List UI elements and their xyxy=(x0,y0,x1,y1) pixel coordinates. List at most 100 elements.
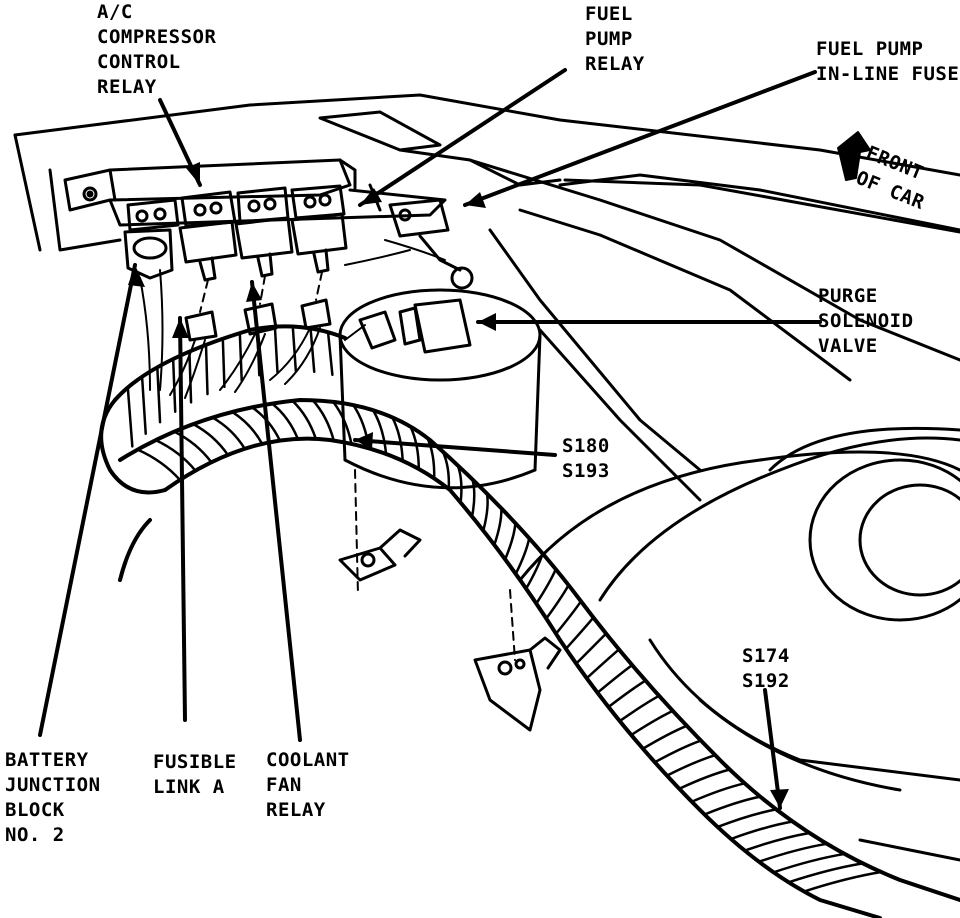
harness-rib xyxy=(787,862,864,884)
harness-rib xyxy=(665,753,717,777)
label-line: FUEL xyxy=(585,3,633,25)
label-line: A/C xyxy=(97,1,133,23)
harness-bracket-upper xyxy=(338,528,422,582)
harness-rib xyxy=(545,583,570,620)
harness-rib xyxy=(238,331,243,382)
harness-rib xyxy=(156,366,162,424)
harness-rib xyxy=(230,410,264,446)
label-line: S180 xyxy=(562,435,610,457)
label-line: PUMP xyxy=(585,28,633,50)
label-fusible-link-a: FUSIBLE LINK A xyxy=(153,750,237,800)
relay-block-b xyxy=(234,186,294,278)
arrow-s180 xyxy=(353,438,557,457)
harness-rib xyxy=(126,386,134,448)
label-line: BATTERY xyxy=(5,749,89,771)
harness-rib xyxy=(291,399,318,441)
label-line: BLOCK xyxy=(5,799,65,821)
arrow-fusible-link xyxy=(178,316,187,722)
canister xyxy=(338,288,542,490)
harness-rib xyxy=(326,331,334,376)
relay-bracket xyxy=(63,158,447,227)
harness-bracket-lower xyxy=(473,636,562,732)
harness-rib xyxy=(456,464,463,504)
harness-rib xyxy=(426,436,436,480)
harness-rib xyxy=(191,422,230,457)
arrow-battery-junction xyxy=(38,263,137,737)
label-line: FAN xyxy=(266,774,302,796)
label-line: PURGE xyxy=(818,285,878,307)
install-lines xyxy=(199,271,516,661)
arrow-fuel-pump-fuse xyxy=(463,70,817,207)
label-line: IN-LINE FUSE xyxy=(816,63,960,85)
arrow-coolant-fan xyxy=(250,280,302,742)
harness-rib xyxy=(171,357,177,413)
harness-rib xyxy=(535,567,558,605)
label-fuel-pump-fuse: FUEL PUMP IN-LINE FUSE xyxy=(816,37,959,87)
relay-block-a xyxy=(178,190,238,282)
label-line: RELAY xyxy=(97,76,157,98)
harness-rib xyxy=(802,870,883,893)
harness-rib xyxy=(204,343,209,396)
label-line: JUNCTION xyxy=(5,774,101,796)
harness-rib xyxy=(211,416,247,450)
harness-rib xyxy=(641,724,688,750)
harness-rib xyxy=(309,327,316,374)
inline-fuse xyxy=(368,183,474,290)
harness-rib xyxy=(371,408,388,456)
harness-rib xyxy=(173,430,213,464)
harness-rib xyxy=(291,325,298,373)
leader-arrows xyxy=(38,68,822,810)
label-line: VALVE xyxy=(818,335,878,357)
harness-rib xyxy=(154,438,197,472)
air-cleaner xyxy=(518,426,960,862)
label-battery-junction-block: BATTERY JUNCTION BLOCK NO. 2 xyxy=(5,748,101,848)
label-coolant-fan-relay: COOLANT FAN RELAY xyxy=(266,748,350,823)
label-line: SOLENOID xyxy=(818,310,914,332)
harness-rib xyxy=(596,663,634,694)
harness-rib xyxy=(729,820,794,841)
harness-rib xyxy=(757,842,829,863)
harness-rib xyxy=(136,448,182,482)
harness-rib xyxy=(470,478,476,518)
label-splice-s180-s193: S180 S193 xyxy=(562,434,610,484)
label-line: CONTROL xyxy=(97,51,181,73)
front-of-car-arrow-icon xyxy=(837,131,871,181)
harness-rib xyxy=(503,521,517,561)
harness-rib xyxy=(772,852,846,874)
harness-rib xyxy=(554,600,583,635)
arrow-fuel-pump-relay xyxy=(358,68,567,207)
harness-rib xyxy=(524,552,544,590)
harness-rib xyxy=(585,648,621,680)
harness-rib xyxy=(574,632,608,665)
purge-solenoid-valve xyxy=(358,298,472,354)
arrow-s174 xyxy=(763,688,782,810)
harness-rib xyxy=(564,616,595,651)
label-splice-s174-s192: S174 S192 xyxy=(742,644,790,694)
harness-rib xyxy=(331,400,353,446)
relay-wires xyxy=(139,239,446,399)
harness-rib xyxy=(690,782,746,803)
harness-rib xyxy=(716,808,778,829)
harness-rib xyxy=(140,375,147,435)
label-line: COMPRESSOR xyxy=(97,26,217,48)
label-line: S192 xyxy=(742,670,790,692)
label-line: RELAY xyxy=(266,799,326,821)
label-purge-solenoid-valve: PURGE SOLENOID VALVE xyxy=(818,284,914,359)
harness-rib xyxy=(514,536,531,576)
harness-rib xyxy=(743,831,811,852)
label-line: FUSIBLE xyxy=(153,751,237,773)
harness-rib xyxy=(653,739,703,764)
harness-rib xyxy=(703,795,762,816)
harness-rib xyxy=(270,402,300,441)
harness-rib xyxy=(390,416,404,463)
harness-rib xyxy=(629,709,675,737)
harness-rib xyxy=(311,399,336,442)
label-line: COOLANT xyxy=(266,749,350,771)
harness-rib xyxy=(482,492,489,532)
wiring-harness xyxy=(99,324,960,918)
label-line: FUEL PUMP xyxy=(816,38,924,60)
harness-rib xyxy=(221,337,226,389)
label-line: LINK A xyxy=(153,776,225,798)
